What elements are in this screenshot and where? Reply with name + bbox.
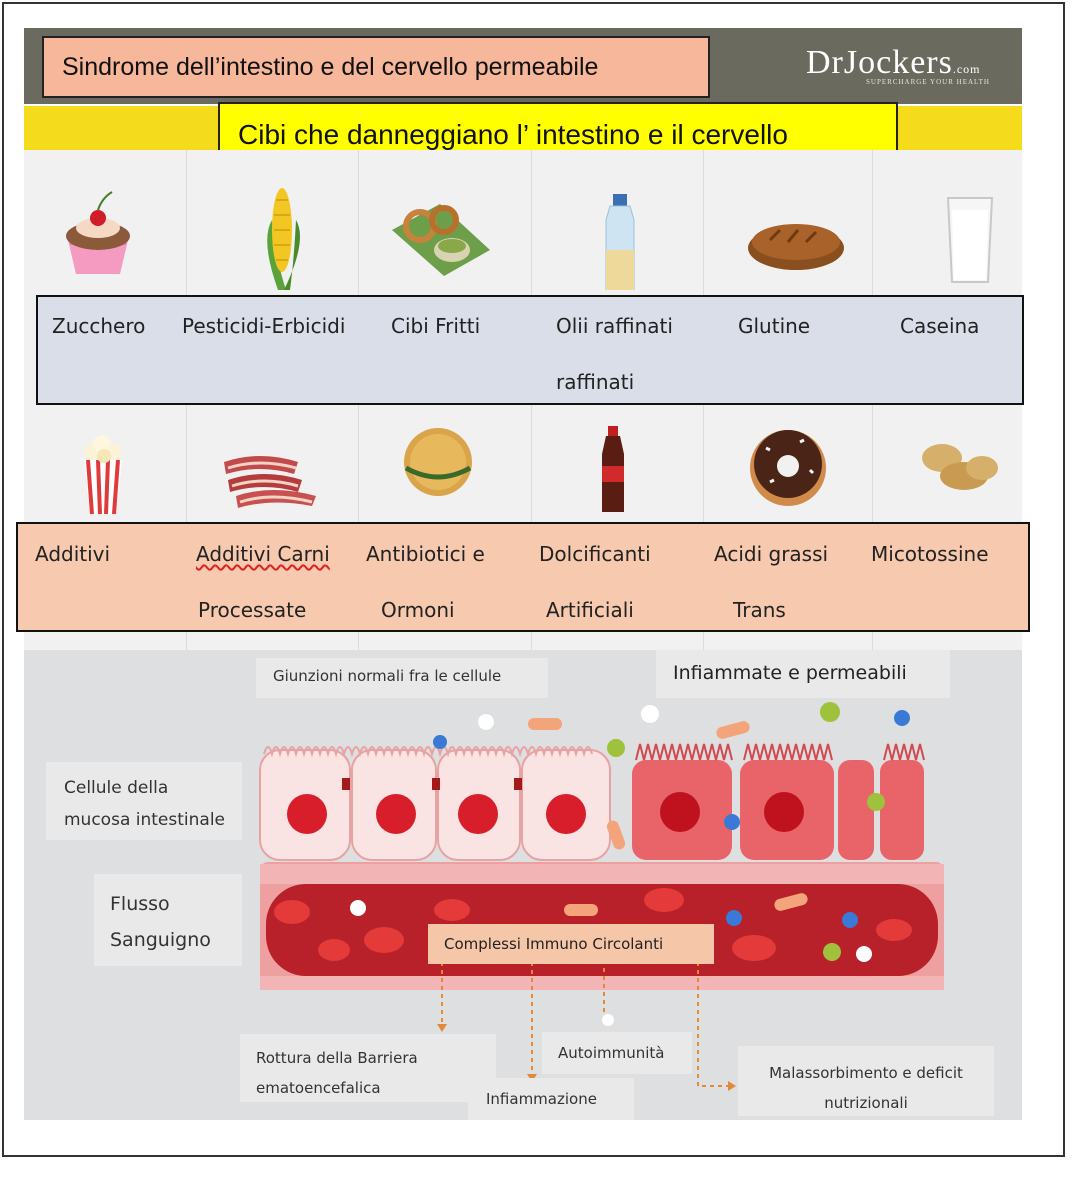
- label-additivi-carni: Additivi Carni: [196, 542, 330, 566]
- label-bbb-line2: ematoencefalica: [256, 1079, 381, 1097]
- label-bbb: Rottura della Barriera ematoencefalica: [240, 1034, 496, 1102]
- label-mucosa-cells-line2: mucosa intestinale: [64, 810, 226, 830]
- particles: [433, 702, 910, 850]
- label-antibiotici: Antibiotici e: [366, 542, 485, 566]
- milk-glass-icon: [946, 197, 994, 283]
- label-immune-complexes: Complessi Immuno Circolanti: [428, 924, 714, 964]
- food-labels-row1: [36, 295, 1024, 405]
- label-additivi: Additivi: [35, 542, 111, 566]
- label-malabsorption-line1: Malassorbimento e deficit: [769, 1064, 963, 1082]
- burger-icon: [404, 428, 472, 496]
- label-zucchero: Zucchero: [52, 314, 146, 338]
- inflamed-cells: [632, 743, 925, 860]
- corn-icon: [267, 188, 300, 290]
- bacon-icon: [224, 456, 316, 508]
- label-micotossine: Micotossine: [871, 542, 989, 566]
- logo-tagline: SUPERCHARGE YOUR HEALTH: [866, 78, 990, 86]
- peanut-icon: [922, 444, 998, 490]
- label-mucosa-cells-line1: Cellule della: [64, 778, 169, 798]
- label-autoimmunity: Autoimmunità: [542, 1032, 692, 1074]
- label-dolcificanti-2: Artificiali: [546, 598, 634, 622]
- popcorn-icon: [84, 435, 122, 515]
- logo-text: DrJockers: [806, 44, 953, 81]
- logo-suffix: .com: [952, 62, 981, 76]
- donut-icon: [750, 430, 826, 506]
- page-title: Sindrome dell’intestino e del cervello p…: [42, 36, 710, 98]
- food-icons-row2: [84, 426, 998, 515]
- cupcake-icon: [66, 191, 130, 274]
- label-caseina: Caseina: [900, 314, 980, 338]
- outer-frame: [2, 2, 1065, 1157]
- label-olii-raffinati-2: raffinati: [556, 370, 635, 394]
- label-cibi-fritti: Cibi Fritti: [391, 314, 481, 338]
- label-additivi-carni-2: Processate: [198, 598, 307, 622]
- normal-cells: [259, 746, 611, 861]
- label-pesticidi: Pesticidi-Erbicidi: [182, 314, 346, 338]
- label-blood-flow: Flusso Sanguigno: [94, 874, 242, 966]
- label-normal-junctions: Giunzioni normali fra le cellule: [256, 658, 548, 698]
- label-malabsorption: Malassorbimento e deficit nutrizionali: [738, 1046, 994, 1116]
- fried-food-icon: [392, 204, 490, 276]
- bread-icon: [748, 224, 844, 270]
- label-glutine: Glutine: [738, 314, 811, 338]
- arrow-heads: [437, 1014, 736, 1091]
- logo: DrJockers.com: [806, 44, 981, 82]
- label-acidi-grassi: Acidi grassi: [714, 542, 829, 566]
- food-icons-row1: [66, 188, 994, 290]
- label-olii-raffinati: Olii raffinati: [556, 314, 673, 338]
- label-antibiotici-2: Ormoni: [381, 598, 455, 622]
- label-inflammation: Infiammazione: [468, 1078, 634, 1120]
- label-dolcificanti: Dolcificanti: [539, 542, 651, 566]
- label-acidi-grassi-2: Trans: [733, 598, 786, 622]
- soda-bottle-icon: [602, 426, 624, 512]
- dashed-arrows: [441, 960, 730, 1087]
- label-mucosa-cells: Cellule della mucosa intestinale: [46, 762, 242, 840]
- oil-bottle-icon: [605, 194, 635, 290]
- label-inflamed: Infiammate e permeabili: [656, 650, 950, 698]
- label-blood-flow-line2: Sanguigno: [110, 929, 211, 951]
- food-labels-row2: [16, 522, 1030, 632]
- label-blood-flow-line1: Flusso: [110, 893, 170, 915]
- label-bbb-line1: Rottura della Barriera: [256, 1049, 418, 1067]
- label-malabsorption-line2: nutrizionali: [824, 1094, 908, 1112]
